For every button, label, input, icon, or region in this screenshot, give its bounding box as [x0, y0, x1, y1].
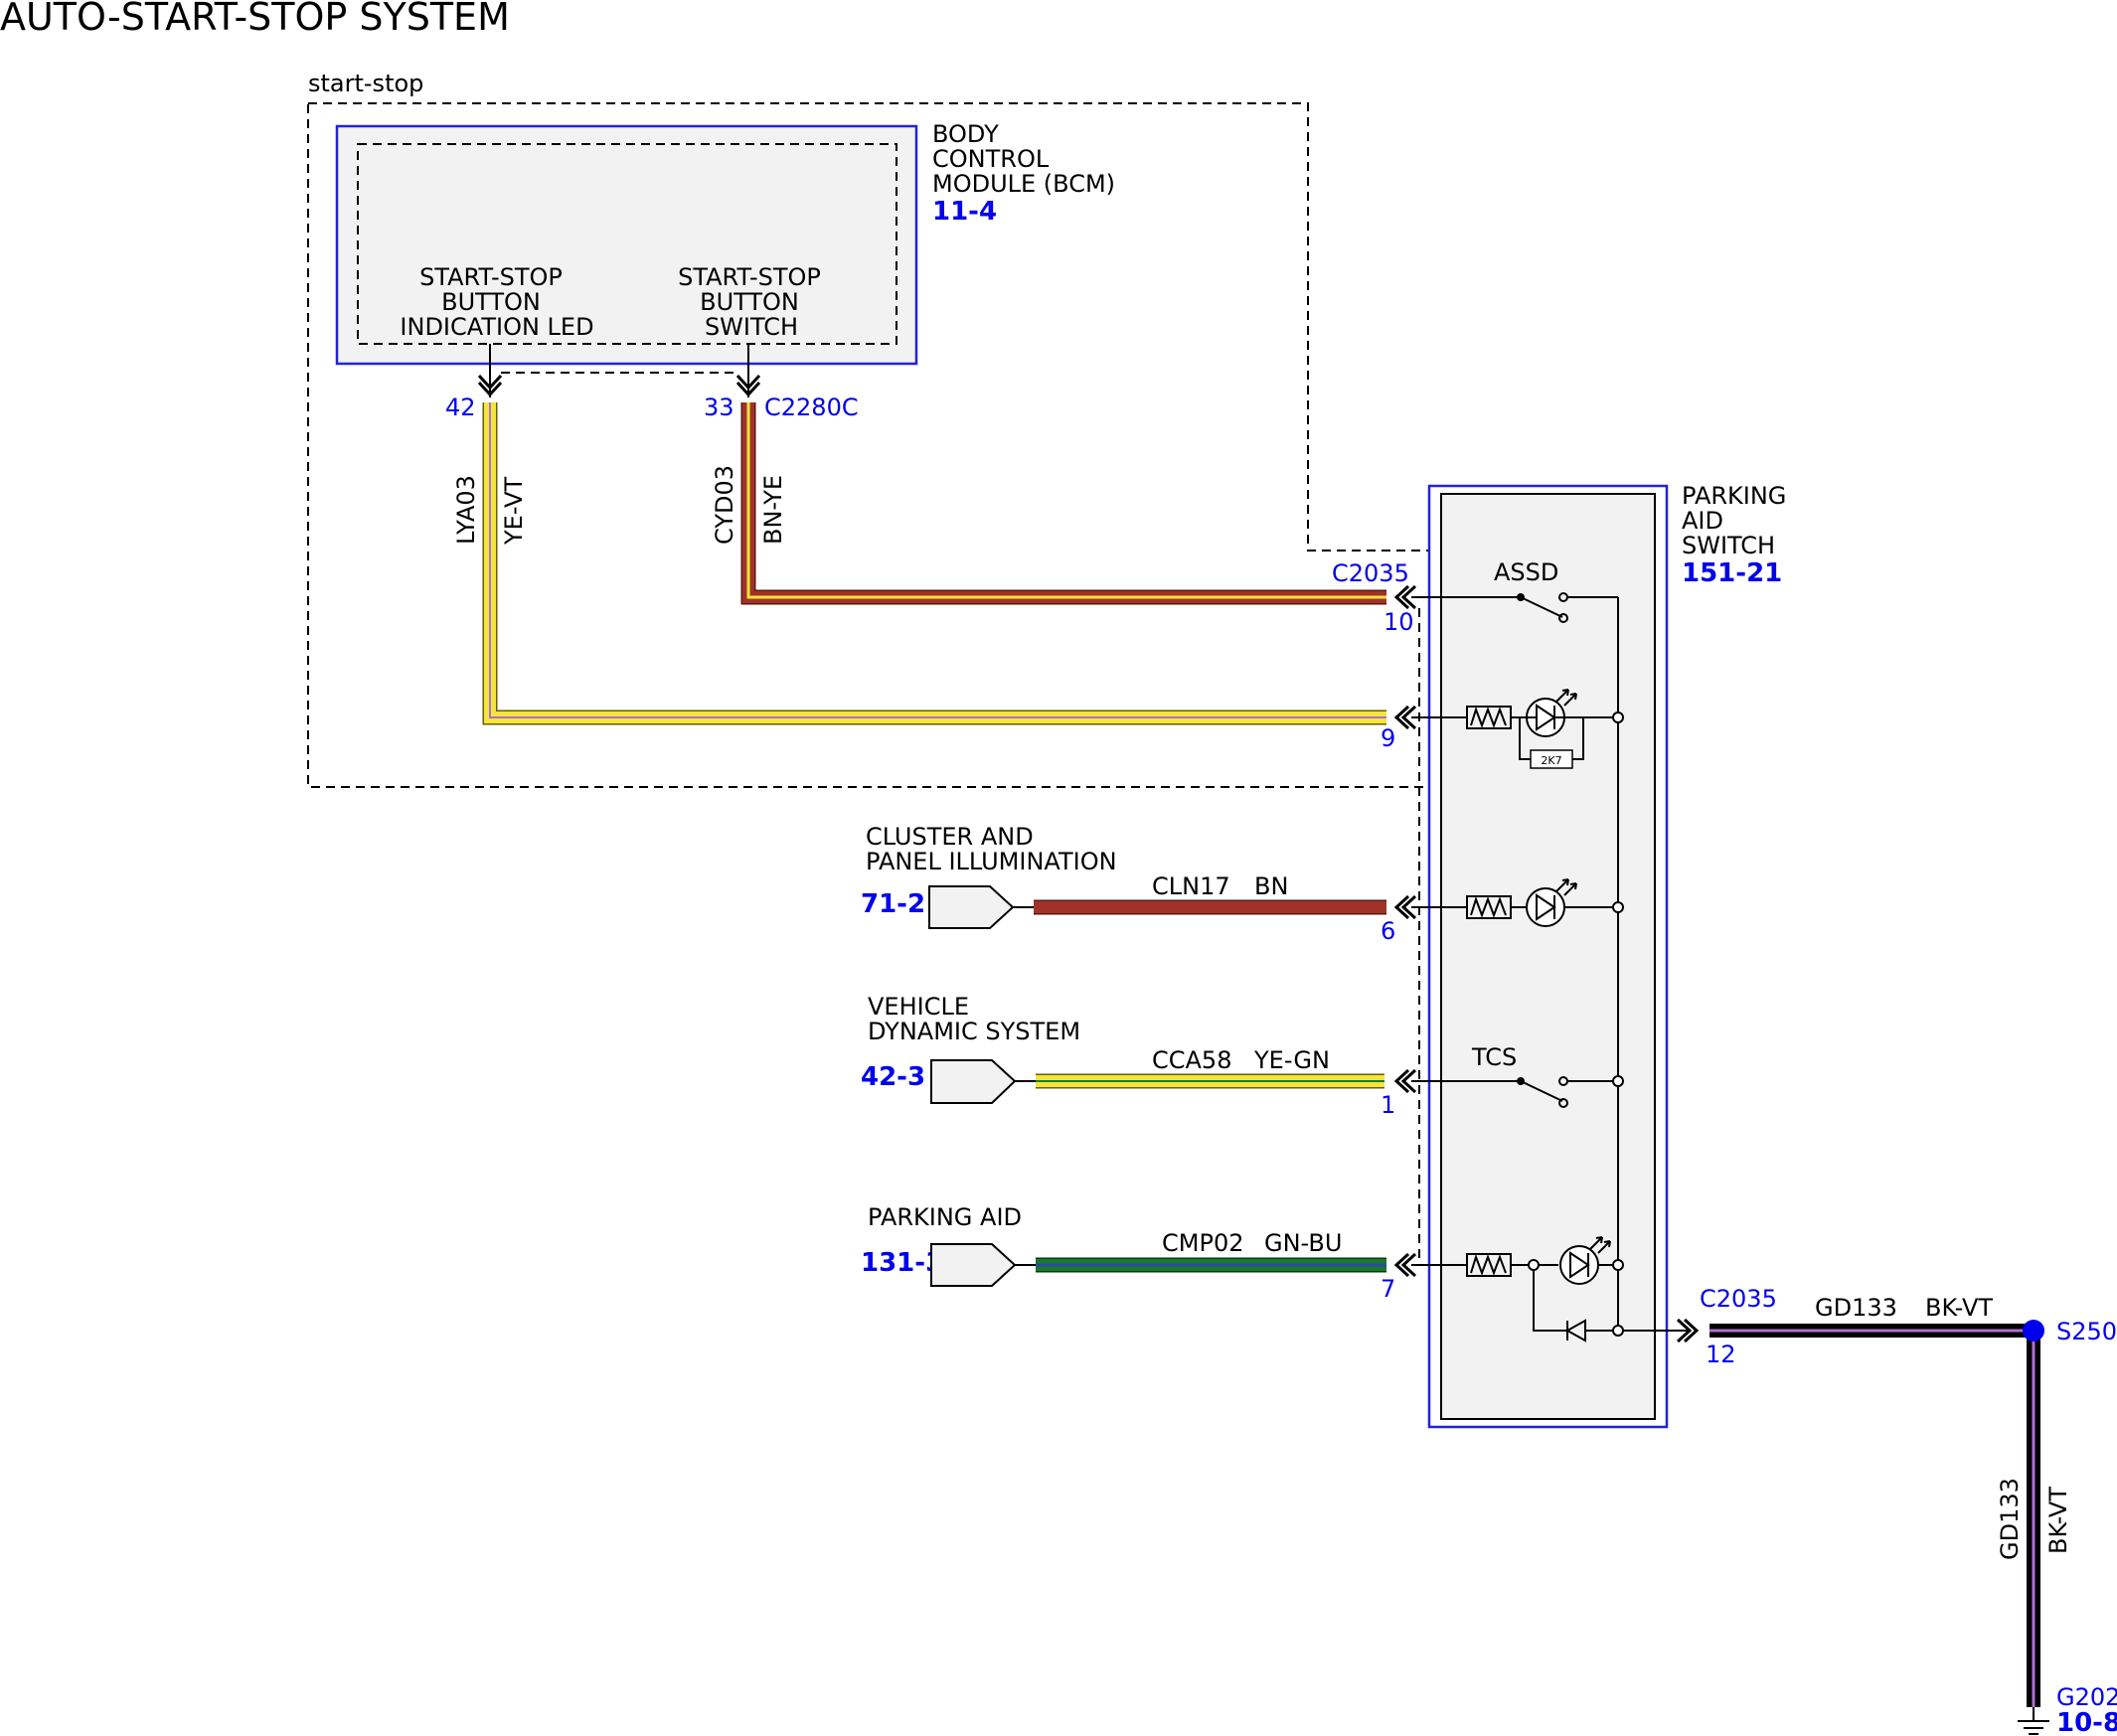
cluster-ref-connector-icon[interactable] [928, 885, 1015, 929]
bcm-ref-link[interactable]: 11-4 [932, 197, 997, 227]
wire-cln17-circuit: CLN17 [1152, 872, 1230, 900]
pas-name-line-2: AID [1682, 507, 1723, 535]
ground-g202-label: G202 [2056, 1683, 2117, 1711]
wire-gd133-vertical-color: BK-VT [2044, 1487, 2072, 1554]
vds-ref-connector-icon[interactable] [930, 1059, 1017, 1104]
assd-switch-icon [1411, 592, 1618, 623]
wire-cca58-circuit: CCA58 [1152, 1046, 1231, 1074]
bcm-name-line-2: CONTROL [932, 145, 1050, 173]
vds-ref-label-line-2: DYNAMIC SYSTEM [868, 1018, 1080, 1045]
group-label: start-stop [308, 70, 423, 97]
wire-cln17-color: BN [1254, 872, 1288, 900]
resistor-2k7-box [1530, 749, 1573, 769]
tcs-label: TCS [1471, 1043, 1517, 1071]
bcm-name-line-1: BODY [932, 120, 999, 148]
cluster-ref-label-line-2: PANEL ILLUMINATION [866, 848, 1117, 875]
connector-c2035-label: C2035 [1332, 559, 1409, 587]
pin-7-label: 7 [1381, 1275, 1395, 1303]
wire-gd133 [1710, 1324, 2040, 1707]
pas-name-line-3: SWITCH [1682, 532, 1775, 559]
assd-label: ASSD [1494, 558, 1558, 586]
splice-s250-dot [2023, 1320, 2044, 1341]
wire-cca58-color: YE-GN [1253, 1046, 1330, 1074]
switch-label-line-2: BUTTON [700, 288, 799, 316]
switch-label-line-1: START-STOP [678, 263, 821, 291]
bcm-name-line-3: MODULE (BCM) [932, 170, 1115, 198]
led-icon-pin9 [1526, 689, 1577, 737]
wire-gd133-circuit: GD133 [1815, 1294, 1897, 1322]
vds-ref-link[interactable]: 42-3 [861, 1062, 925, 1092]
cluster-ref-label-line-1: CLUSTER AND [866, 823, 1034, 851]
pin-1-label: 1 [1381, 1091, 1395, 1119]
cluster-ref-link[interactable]: 71-2 [861, 889, 925, 919]
diagram-title: AUTO-START-STOP SYSTEM [0, 0, 510, 39]
pin-33-label: 33 [704, 394, 734, 421]
switch-label-line-3: SWITCH [705, 313, 798, 341]
pin-12-label: 12 [1706, 1341, 1736, 1368]
led-icon-pin6 [1526, 878, 1577, 927]
wire-gd133-color: BK-VT [1925, 1294, 1993, 1322]
led-row-pin7 [1411, 1253, 1624, 1332]
diode-icon [1564, 1319, 1690, 1342]
wire-lya03 [482, 402, 1386, 725]
led-label-line-1: START-STOP [419, 263, 563, 291]
parking-ref-link[interactable]: 131-3 [861, 1248, 943, 1278]
led-label-line-3: INDICATION LED [400, 313, 593, 341]
wire-cyd03-color: BN-YE [759, 475, 787, 545]
pin-6-label: 6 [1381, 917, 1395, 945]
vds-ref-label-line-1: VEHICLE [868, 993, 969, 1021]
wire-cmp02-color: GN-BU [1264, 1229, 1342, 1257]
bcm-internal-boundary [357, 143, 897, 345]
pas-name-line-1: PARKING [1682, 482, 1786, 510]
tcs-switch-icon [1411, 1075, 1624, 1108]
pin-12-arrow-icon [1676, 1318, 1700, 1343]
resistor-2k7-label: 2K7 [1541, 754, 1561, 767]
pas-ref-link[interactable]: 151-21 [1682, 558, 1782, 588]
parking-ref-connector-icon[interactable] [930, 1243, 1017, 1287]
connector-c2035-ground-label: C2035 [1700, 1285, 1777, 1313]
parking-aid-switch-inner-box [1440, 493, 1656, 1420]
wire-lya03-color: YE-VT [500, 477, 528, 546]
wire-cyd03 [740, 402, 1386, 605]
wire-cmp02-circuit: CMP02 [1162, 1229, 1243, 1257]
wire-gd133-vertical-circuit: GD133 [1996, 1478, 2024, 1560]
pin-10-label: 10 [1384, 608, 1414, 636]
wire-lya03-circuit: LYA03 [452, 475, 480, 545]
wire-cyd03-circuit: CYD03 [711, 465, 738, 545]
ground-ref-link[interactable]: 10-8 [2056, 1708, 2117, 1736]
bcm-module-box [335, 124, 918, 366]
pin-9-label: 9 [1381, 724, 1395, 752]
parking-ref-label: PARKING AID [868, 1203, 1022, 1231]
splice-s250-label: S250 [2056, 1318, 2117, 1345]
led-row-pin6 [1411, 895, 1624, 919]
led-icon-pin7 [1559, 1236, 1611, 1285]
led-label-line-2: BUTTON [441, 288, 541, 316]
pin-42-label: 42 [445, 394, 476, 421]
ground-icon [2018, 1707, 2049, 1735]
connector-c2280c-label: C2280C [764, 394, 859, 421]
